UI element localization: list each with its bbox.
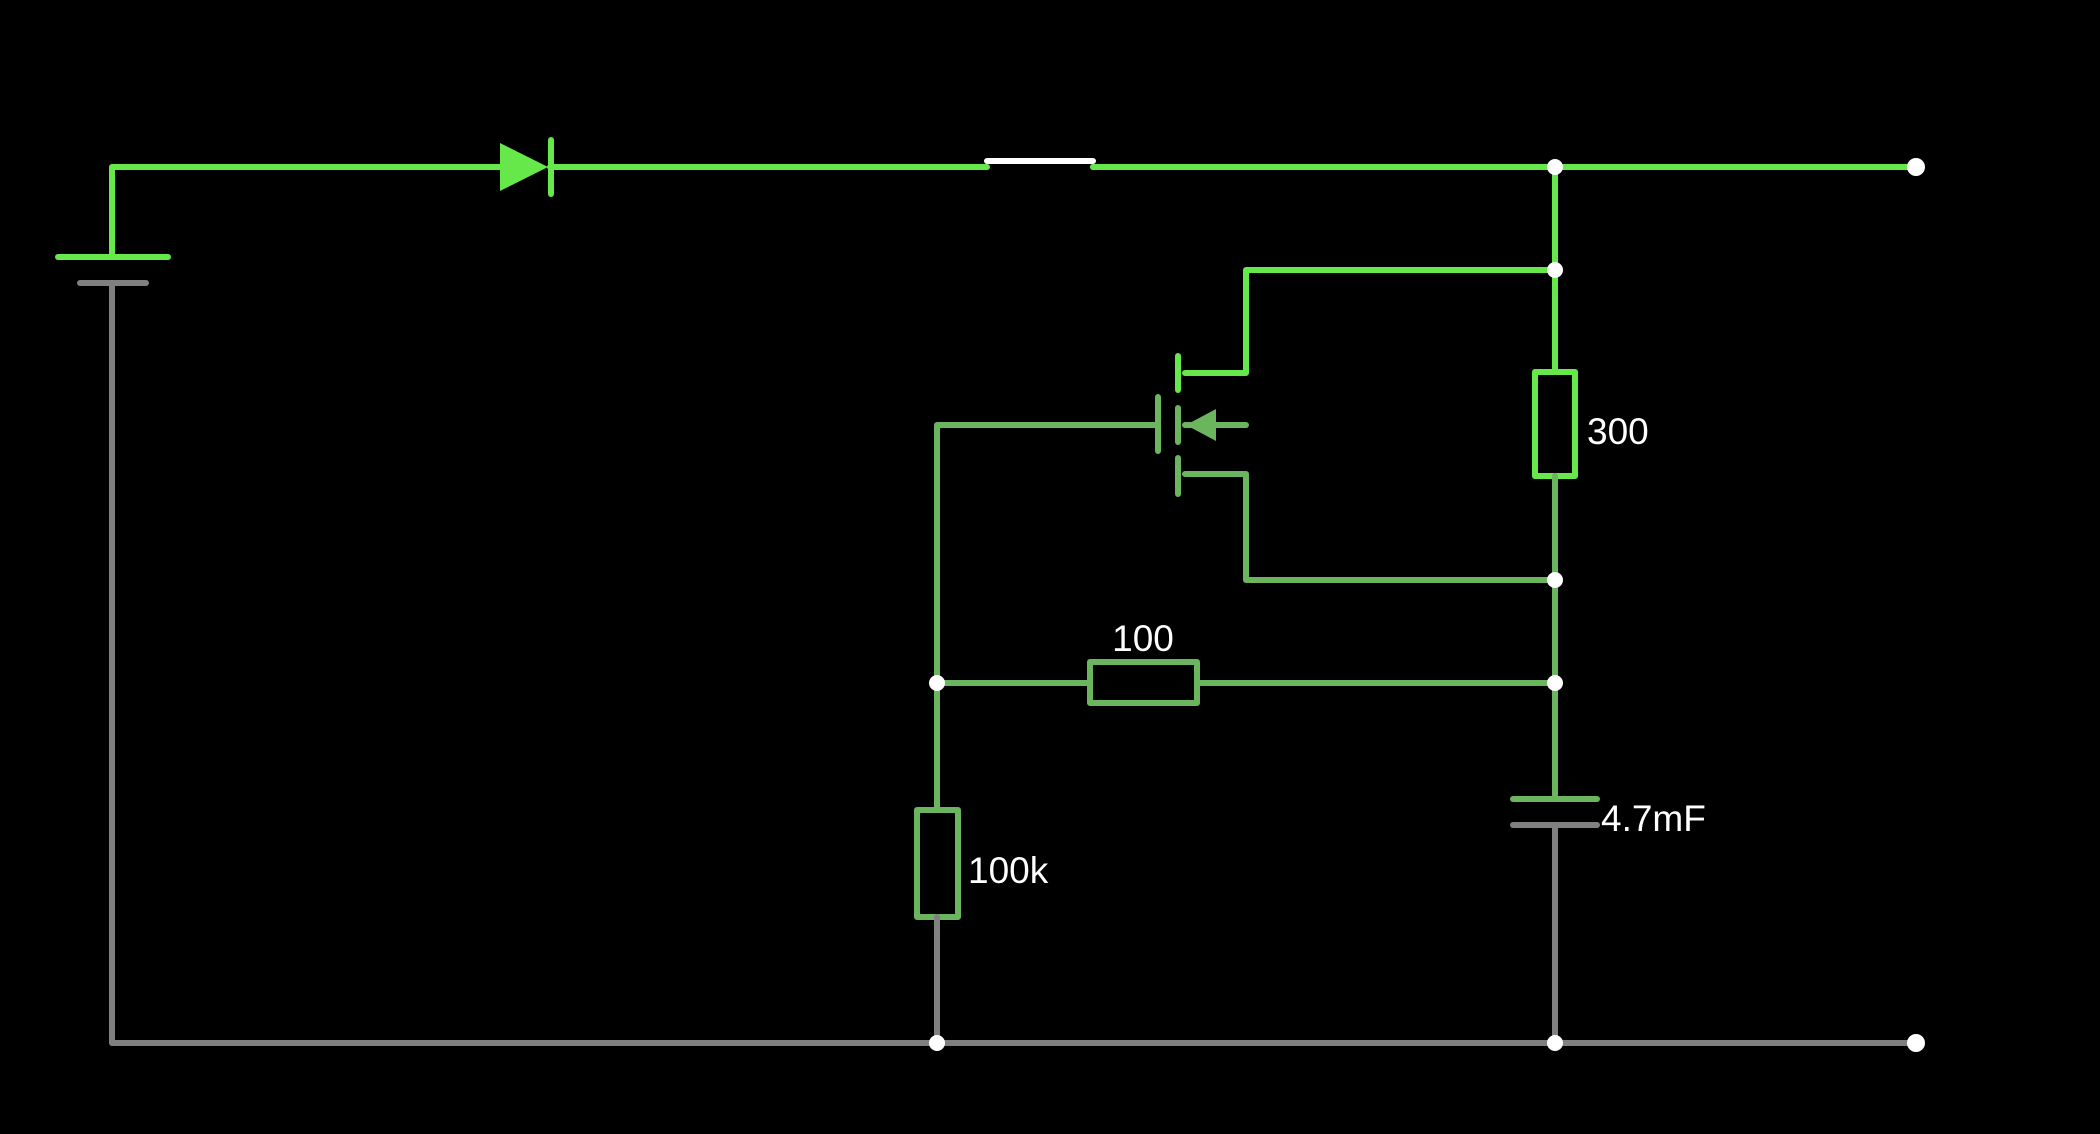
diode[interactable]	[500, 137, 554, 197]
junction-nodes	[929, 159, 1563, 1051]
battery-to-diode-wire	[109, 164, 503, 258]
switch[interactable]	[937, 158, 1143, 170]
ground-wires	[109, 282, 1919, 1046]
mosfet-source-wire	[1182, 267, 1558, 376]
mosfet-drain-wire	[1182, 471, 1558, 583]
output-terminal-negative[interactable]	[1907, 1034, 1925, 1052]
resistor-100-label: 100	[1112, 618, 1174, 659]
resistor-100-body	[1087, 659, 1200, 706]
output-terminal-positive[interactable]	[1907, 158, 1925, 176]
capacitor-label: 4.7mF	[1601, 798, 1706, 839]
mosfet-body-arrow	[1186, 409, 1216, 441]
node-ground-right	[1547, 1035, 1563, 1051]
battery-to-ground-wire	[109, 282, 1919, 1046]
diode-triangle	[500, 143, 548, 191]
node-resistor-100-right	[1547, 675, 1563, 691]
node-resistor-100-left	[929, 675, 945, 691]
mosfet[interactable]	[1155, 353, 1216, 497]
resistor-100k-label: 100k	[968, 850, 1049, 891]
node-ground-left	[929, 1035, 945, 1051]
mid-wires	[934, 422, 1558, 813]
positive-rail-wires	[109, 164, 1919, 376]
node-rail-junction	[1547, 159, 1563, 175]
node-mosfet-source	[1547, 262, 1563, 278]
resistor-300-label: 300	[1587, 411, 1649, 452]
node-mosfet-drain	[1547, 572, 1563, 588]
resistor-100[interactable]	[1087, 659, 1200, 706]
